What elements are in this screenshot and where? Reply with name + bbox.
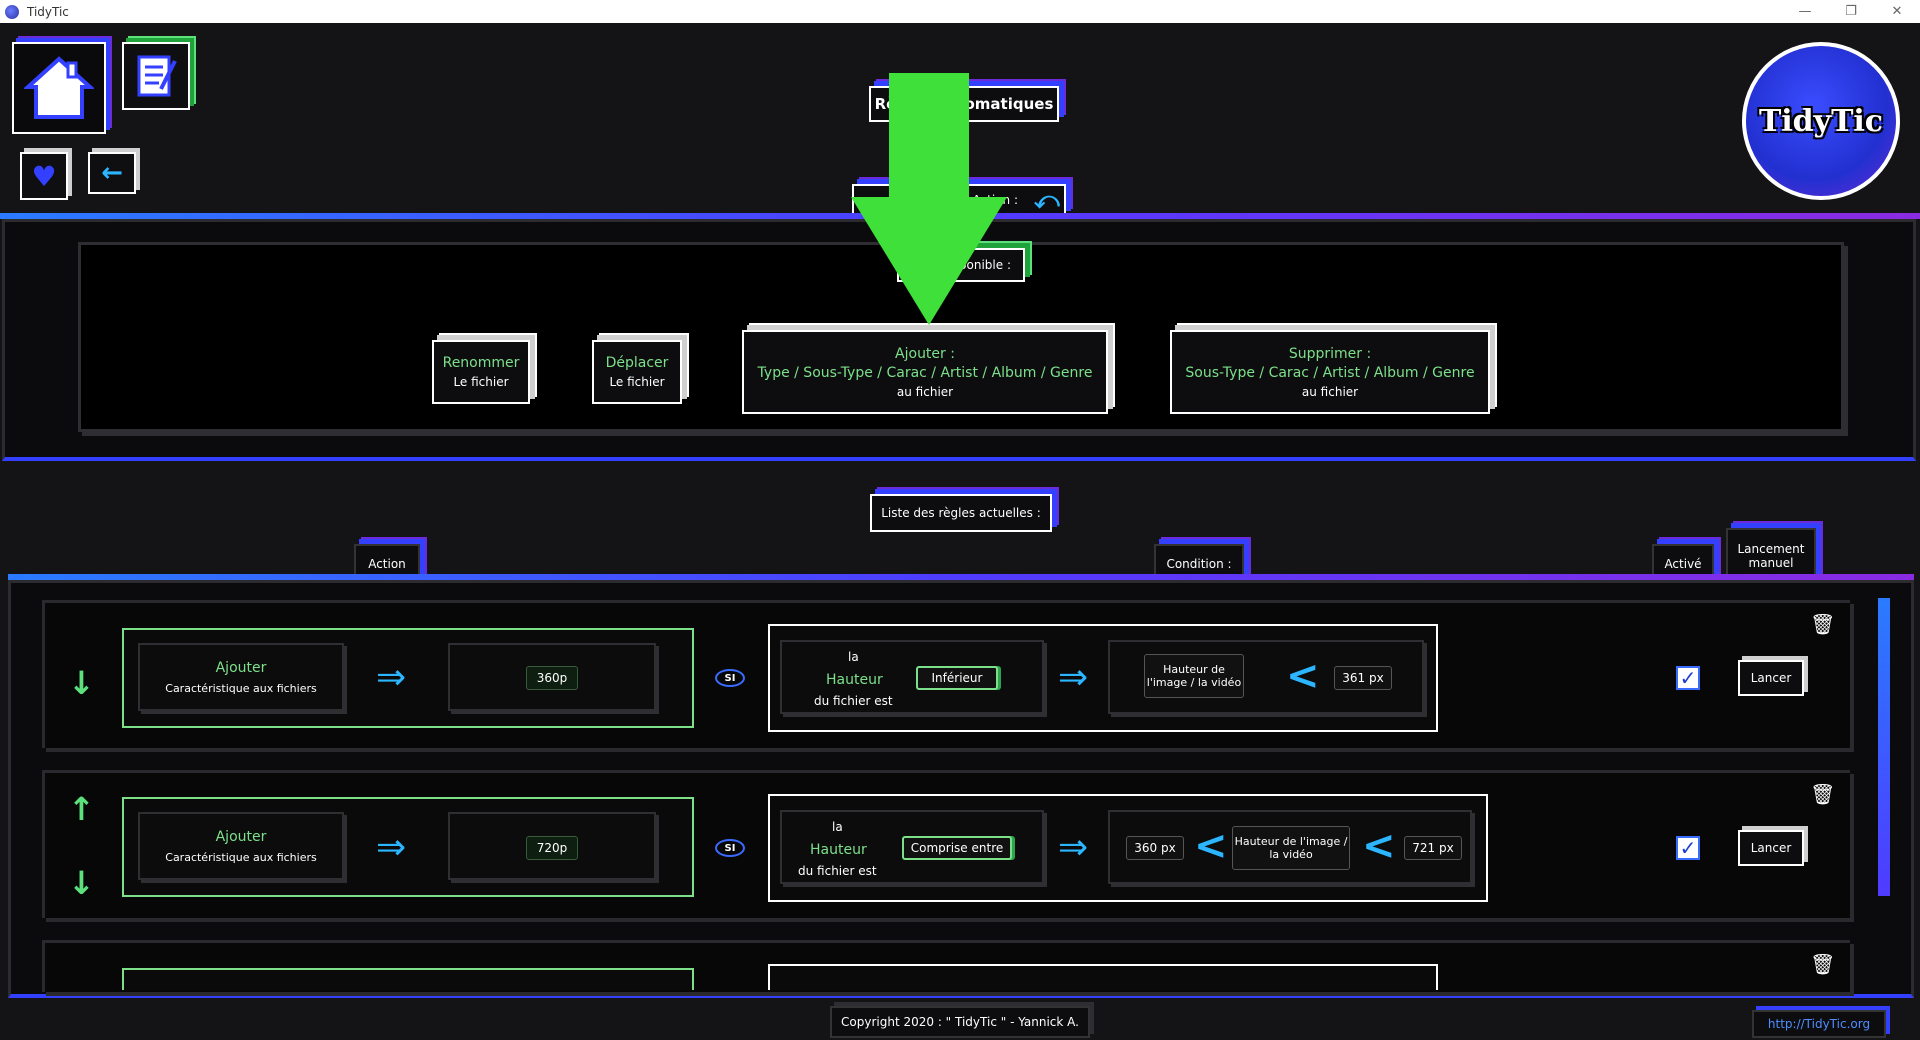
trash-icon[interactable]: 🗑 [1810,612,1836,636]
favorites-button[interactable]: ♥ [20,152,68,200]
move-title: Déplacer [605,355,669,371]
rule-2-cond-la: la [832,820,843,834]
rule-1-action-name: Ajouter [215,659,267,676]
footer-copyright: Copyright 2020 : " TidyTic " - Yannick A… [830,1006,1090,1038]
add-title: Ajouter : [895,345,955,362]
col-action-label: Action [368,557,406,571]
rule-1-condition [780,640,1044,714]
move-action-button[interactable]: Déplacer Le fichier [592,340,682,404]
arrow-left-icon: ← [101,158,123,188]
rule-2-action-name: Ajouter [215,828,267,845]
arrow-right-icon: ⇒ [376,657,407,698]
rule-1-bound[interactable]: 361 px [1334,666,1392,690]
remove-sub: au fichier [1301,384,1359,399]
col-active-label: Activé [1664,557,1702,571]
copyright-text: Copyright 2020 : " TidyTic " - Yannick A… [841,1015,1079,1029]
heart-icon: ♥ [31,159,57,193]
window-titlebar: TidyTic — ❐ ✕ [0,0,1920,23]
home-icon [24,56,94,119]
back-button[interactable]: ← [88,152,136,194]
window-title: TidyTic [27,4,69,19]
add-action-button[interactable]: Ajouter : Type / Sous-Type / Carac / Art… [742,330,1108,414]
arrow-right-icon: ⇒ [1058,657,1089,698]
move-down-icon[interactable]: ↓ [68,864,95,902]
tidytic-logo: TidyTic [1742,42,1900,200]
trash-icon[interactable]: 🗑 [1810,952,1836,976]
rule-1-launch-button[interactable]: Lancer [1738,660,1804,696]
add-fields: Type / Sous-Type / Carac / Artist / Albu… [757,364,1093,381]
col-condition-label: Condition : [1166,557,1232,571]
remove-fields: Sous-Type / Carac / Artist / Album / Gen… [1185,364,1475,381]
rule-3-condition-box [768,964,1438,990]
arrow-right-icon: ⇒ [376,827,407,868]
logo-text: TidyTic [1758,103,1884,139]
rule-1-active-checkbox[interactable]: ✓ [1676,666,1700,690]
rule-2-lower[interactable]: 360 px [1126,836,1184,860]
rename-sub: Le fichier [453,375,509,389]
footer-link[interactable]: http://TidyTic.org [1752,1010,1886,1038]
rule-2-operator[interactable]: Comprise entre [902,836,1012,860]
move-sub: Le fichier [609,375,665,389]
overlay-down-arrow-icon [851,73,1007,325]
rule-2-action-sub: Caractéristique aux fichiers [165,850,317,864]
arrow-right-icon: ⇒ [1058,827,1089,868]
add-sub: au fichier [896,384,954,399]
move-down-icon[interactable]: ↓ [68,664,95,702]
rule-2-target[interactable]: Hauteur de l'image / la vidéo [1232,826,1350,870]
rules-editor-button[interactable] [122,42,190,110]
less-than-icon: < [1286,653,1320,699]
rule-1-cond-la: la [848,650,859,664]
home-button[interactable] [12,42,106,134]
less-than-icon: < [1194,823,1228,869]
rule-2-active-checkbox[interactable]: ✓ [1676,836,1700,860]
col-manual-label: Lancement manuel [1737,542,1805,570]
website-link[interactable]: http://TidyTic.org [1767,1017,1871,1031]
si-icon: SI [715,839,745,857]
rule-1-action-sub: Caractéristique aux fichiers [165,681,317,695]
rule-1-cond-field: Hauteur [826,672,883,688]
rule-1-action[interactable]: Ajouter Caractéristique aux fichiers [138,643,344,711]
rule-2-value[interactable]: 720p [526,836,578,860]
rules-list-title: Liste des règles actuelles : [870,494,1052,532]
rule-2-cond-field: Hauteur [810,842,867,858]
app-icon [5,4,19,19]
rule-1-value[interactable]: 360p [526,666,578,690]
undo-icon[interactable]: ⤺ [1034,186,1060,214]
si-icon: SI [715,669,745,687]
rule-2-bound[interactable]: 721 px [1404,836,1462,860]
rule-2-launch-button[interactable]: Lancer [1738,830,1804,866]
rule-3-action-box [122,968,694,990]
rules-list-title-label: Liste des règles actuelles : [881,506,1041,520]
remove-title: Supprimer : [1288,345,1372,362]
rename-title: Renommer [442,355,520,371]
rules-scrollbar[interactable] [1878,598,1890,896]
rule-2-cond-tail: du fichier est [798,864,877,878]
move-up-icon[interactable]: ↑ [68,790,95,828]
restore-icon[interactable]: ❐ [1845,4,1857,19]
rule-1-cond-tail: du fichier est [814,694,893,708]
remove-action-button[interactable]: Supprimer : Sous-Type / Carac / Artist /… [1170,330,1490,414]
rule-1-operator[interactable]: Inférieur [916,666,998,690]
minimize-icon[interactable]: — [1798,4,1812,19]
rename-action-button[interactable]: Renommer Le fichier [432,340,530,404]
close-icon[interactable]: ✕ [1891,4,1903,19]
rule-1-target[interactable]: Hauteur de l'image / la vidéo [1144,654,1244,698]
trash-icon[interactable]: 🗑 [1810,782,1836,806]
rule-2-action[interactable]: Ajouter Caractéristique aux fichiers [138,812,344,880]
edit-document-icon [137,55,177,97]
window-controls: — ❐ ✕ [1782,0,1920,23]
less-than-icon: < [1362,823,1396,869]
rules-section-line [8,574,1914,580]
